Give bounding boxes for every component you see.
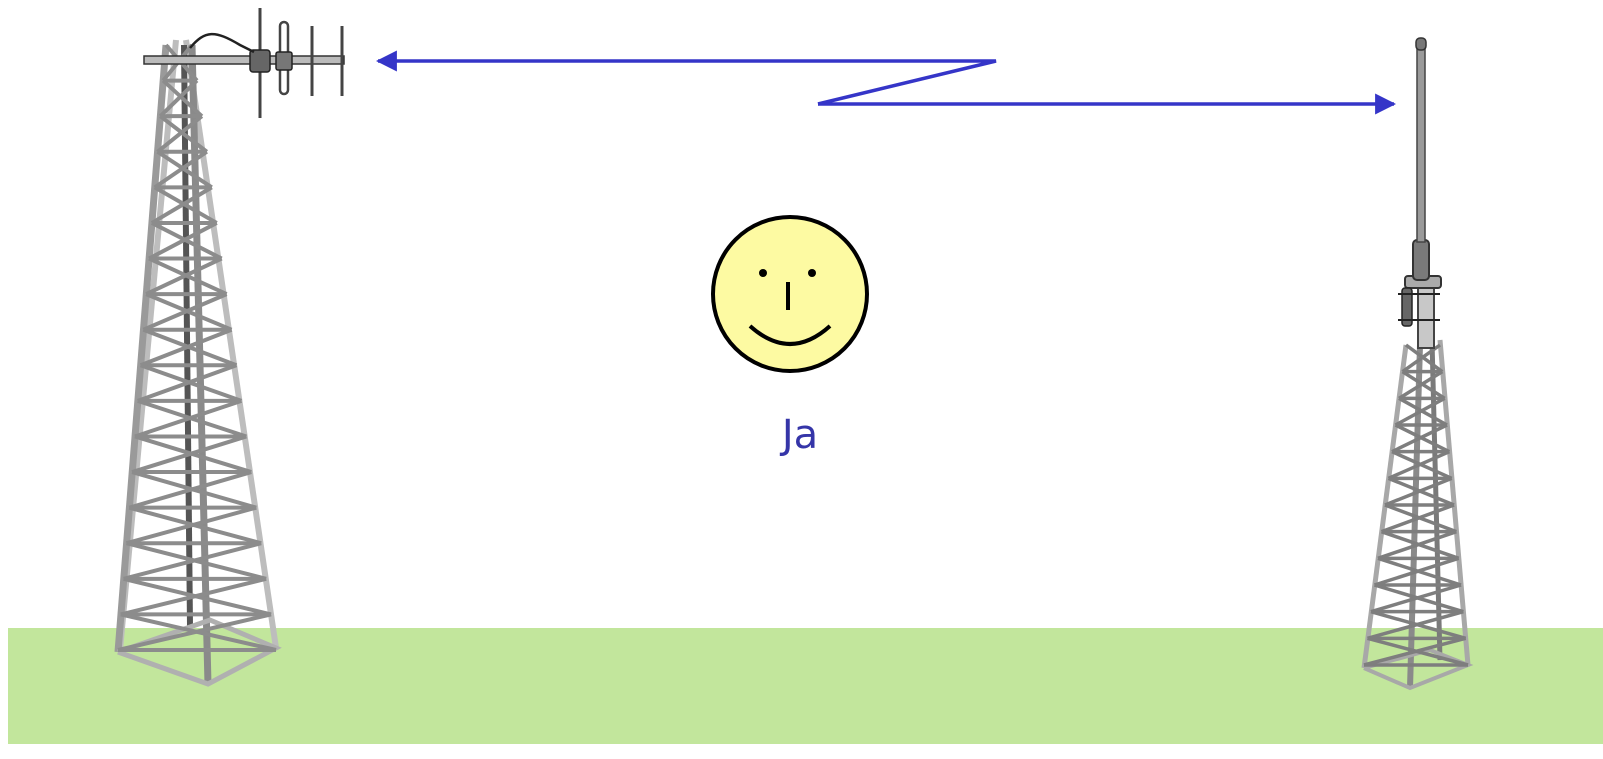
left-tower-icon: [118, 8, 344, 684]
smiley-face-icon: [713, 217, 867, 371]
signal-arrow-icon: [378, 61, 1394, 104]
caption-label: Ja: [755, 410, 845, 460]
right-tower-icon: [1364, 38, 1468, 688]
